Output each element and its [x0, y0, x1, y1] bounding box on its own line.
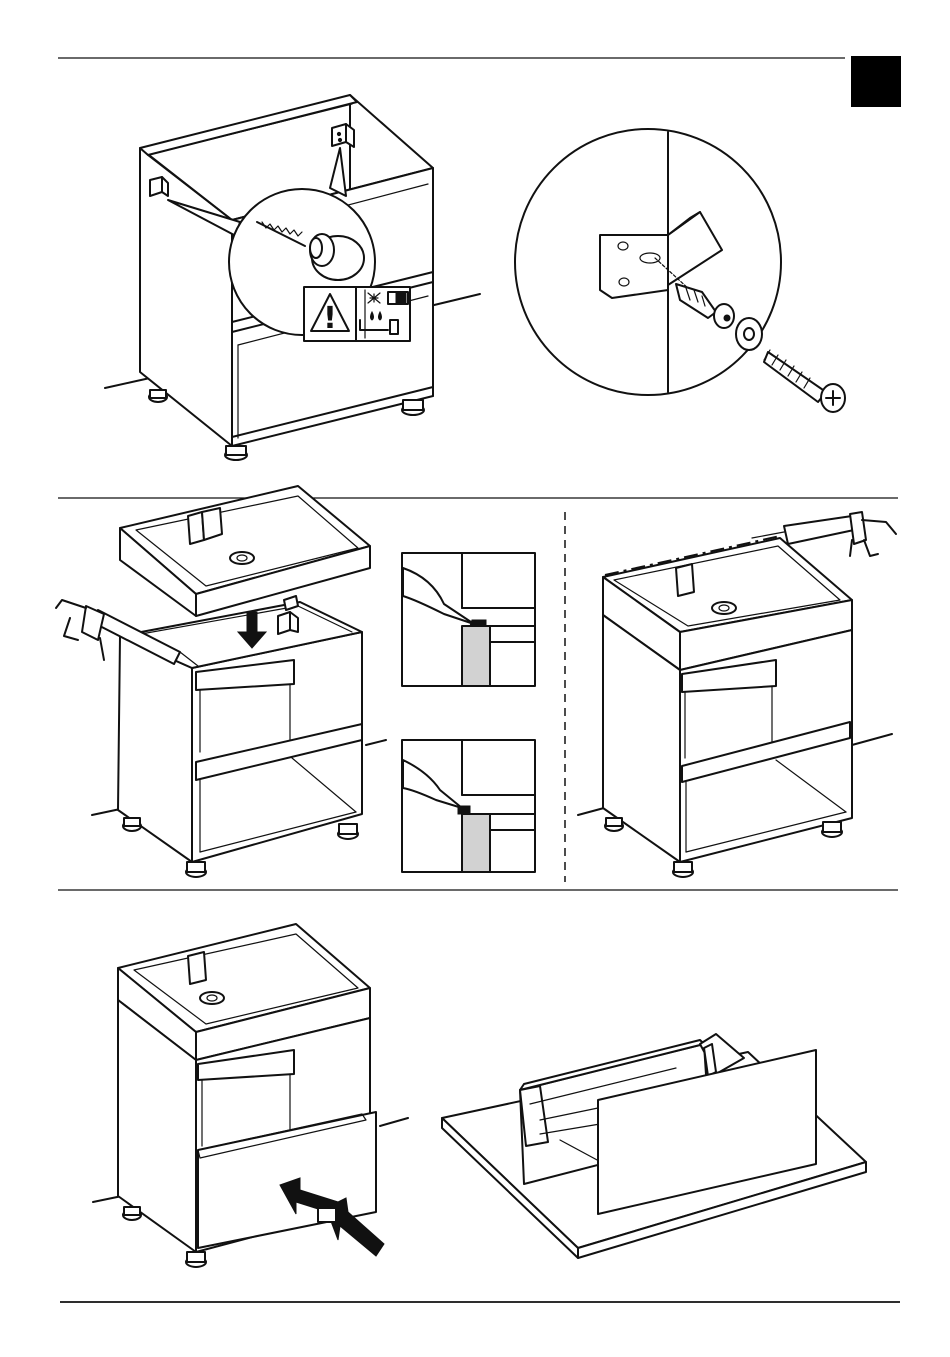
bracket-fixing-detail	[515, 129, 845, 412]
top-edge-sealing-view	[578, 512, 896, 877]
washer-icon	[736, 318, 762, 350]
section-tab	[851, 56, 901, 107]
cabinet-drilling-view: !	[105, 95, 480, 460]
hidden-pipes-warning: !	[304, 287, 410, 341]
svg-text:!: !	[323, 301, 337, 336]
basin-placement-view	[56, 486, 386, 877]
screw-icon	[764, 350, 845, 412]
sealant-detail-a	[402, 553, 535, 686]
drawer-on-surface-view	[442, 1034, 866, 1258]
sealant-detail-b	[402, 740, 535, 872]
drawer-insertion-view	[93, 924, 408, 1267]
